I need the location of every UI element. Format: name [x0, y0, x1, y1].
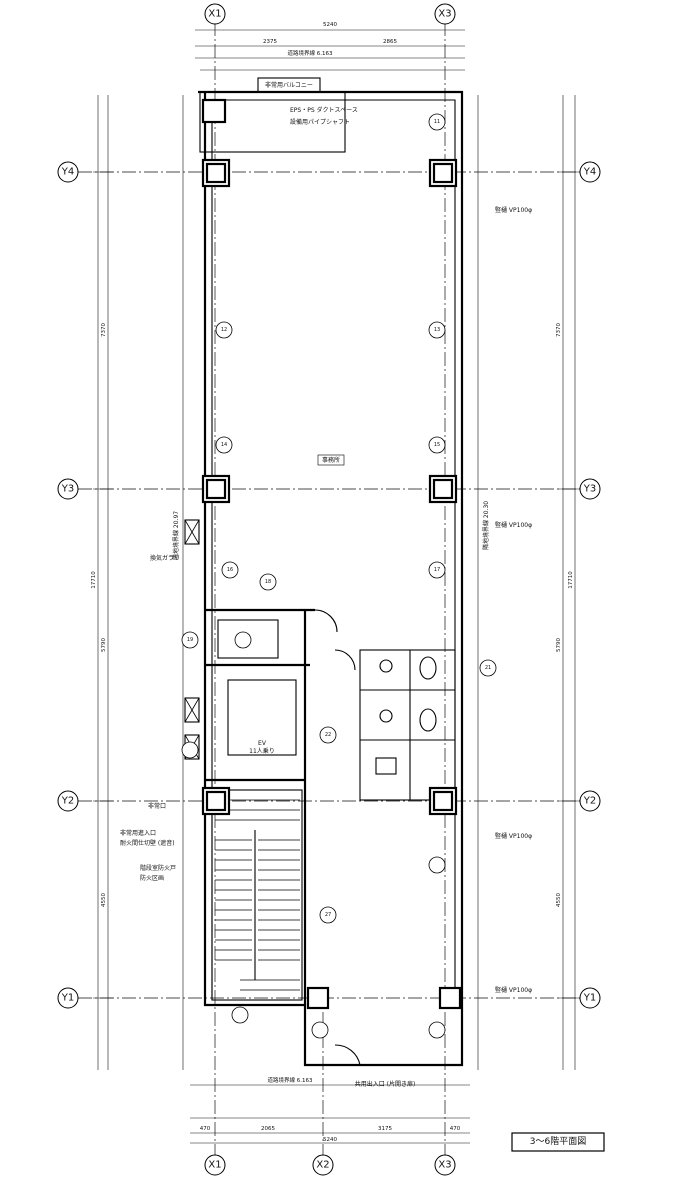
note-pipe-4: 竪樋 VP100φ — [495, 986, 532, 994]
dimension-lines — [93, 29, 580, 1144]
dim-bottom-sub-2: 3175 — [378, 1126, 392, 1132]
entrance-label: 共用出入口 (片開き扉) — [355, 1080, 416, 1088]
balcony-label: 非常用バルコニー — [265, 81, 313, 89]
title-block: 3～6階平面図 — [511, 1132, 605, 1152]
grid-label-y3-left: Y3 — [61, 484, 74, 495]
note-pipe-3: 竪樋 VP100φ — [495, 832, 532, 840]
dim-left-seg-1: 7370 — [101, 323, 107, 337]
marker-27: 27 — [325, 912, 331, 918]
fixtures — [375, 656, 437, 775]
grid-label-y4-right: Y4 — [583, 167, 596, 178]
dim-bottom-overall: 5240 — [323, 1137, 337, 1143]
note-ventilation: 換気ガラリ — [150, 554, 180, 562]
note-stair-3: 防火区画 — [140, 874, 164, 882]
marker-16: 16 — [227, 567, 233, 573]
columns — [201, 98, 462, 1010]
dim-bottom-sub-1: 2065 — [261, 1126, 275, 1132]
staircase — [211, 789, 303, 1001]
dim-left-seg-3: 4550 — [101, 893, 107, 907]
markers: 11 12 13 14 15 16 17 18 19 21 22 27 — [181, 113, 497, 1039]
dim-left-seg-2: 5790 — [101, 638, 107, 652]
note-stair-2: 階段室防火戸 — [140, 864, 176, 872]
grid-label-y1-left: Y1 — [61, 993, 74, 1004]
drawing-title: 3～6階平面図 — [530, 1136, 586, 1147]
grid-label-y4-left: Y4 — [61, 167, 74, 178]
note-stair-1: 非常用進入口 — [120, 829, 156, 837]
marker-18: 18 — [265, 579, 271, 585]
dim-top-sub-2: 2865 — [383, 39, 397, 45]
dim-bottom-boundary: 道路境界線 6.163 — [268, 1076, 313, 1084]
dim-right-seg-1: 7370 — [556, 323, 562, 337]
marker-15: 15 — [434, 442, 440, 448]
grid-label-x3-top: X3 — [438, 9, 451, 20]
grid-label-x2-bottom: X2 — [316, 1160, 329, 1171]
note-pipe-1: 竪樋 VP100φ — [495, 206, 532, 214]
dim-top-boundary: 道路境界線 6.163 — [288, 49, 333, 57]
note-exit: 非常口 — [148, 802, 166, 810]
note-wall: 耐火間仕切壁 (遮音) — [120, 839, 175, 847]
dim-right-overall: 17710 — [568, 571, 574, 589]
grid-lines — [78, 22, 580, 1160]
dim-top-sub-1: 2375 — [263, 39, 277, 45]
room-label-office: 事務所 — [322, 456, 340, 464]
note-gap-right: 隣地境界線 20.30 — [482, 501, 490, 550]
grid-label-y2-left: Y2 — [61, 796, 74, 807]
marker-21: 21 — [485, 665, 491, 671]
dim-right-seg-3: 4550 — [556, 893, 562, 907]
dim-bottom-outer-left: 470 — [200, 1126, 211, 1132]
note-pipe-2: 竪樋 VP100φ — [495, 521, 532, 529]
elevator-capacity: 11人乗り — [249, 748, 275, 755]
marker-11: 11 — [434, 119, 440, 125]
note-gap-left: 隣地境界線 20.97 — [172, 511, 180, 560]
grid-label-x1-bottom: X1 — [208, 1160, 221, 1171]
marker-12: 12 — [221, 327, 227, 333]
outer-walls — [198, 77, 464, 1067]
marker-13: 13 — [434, 327, 440, 333]
room-labels: 事務所 非常用バルコニー EV 11人乗り 共用出入口 (片開き扉) — [249, 81, 415, 1088]
ventilation-boxes — [184, 519, 200, 760]
dim-bottom-outer-right: 470 — [450, 1126, 461, 1132]
dimension-texts: 5240 2375 2865 道路境界線 6.163 道路境界線 6.163 2… — [91, 22, 574, 1143]
grid-label-y3-right: Y3 — [583, 484, 596, 495]
doors — [314, 609, 361, 1066]
grid-label-x1-top: X1 — [208, 9, 221, 20]
grid-label-y2-right: Y2 — [583, 796, 596, 807]
note-shaft-upper: EPS・PS ダクトスペース — [290, 106, 358, 114]
dim-top-overall: 5240 — [323, 22, 337, 28]
elevator-label: EV — [258, 740, 267, 747]
dim-left-overall: 17710 — [91, 571, 97, 589]
grid-bubbles: X1 X3 X1 X2 X3 Y4 Y3 Y2 Y1 Y4 Y3 Y2 Y1 — [57, 3, 601, 1176]
grid-label-y1-right: Y1 — [583, 993, 596, 1004]
marker-14: 14 — [221, 442, 227, 448]
note-shaft-upper-sub: 設備用パイプシャフト — [290, 118, 350, 126]
grid-label-x3-bottom: X3 — [438, 1160, 451, 1171]
marker-19: 19 — [187, 637, 193, 643]
marker-17: 17 — [434, 567, 440, 573]
marker-22: 22 — [325, 732, 331, 738]
dim-right-seg-2: 5790 — [556, 638, 562, 652]
annotations: EPS・PS ダクトスペース 設備用パイプシャフト 非常口 非常用進入口 耐火間… — [120, 106, 532, 994]
